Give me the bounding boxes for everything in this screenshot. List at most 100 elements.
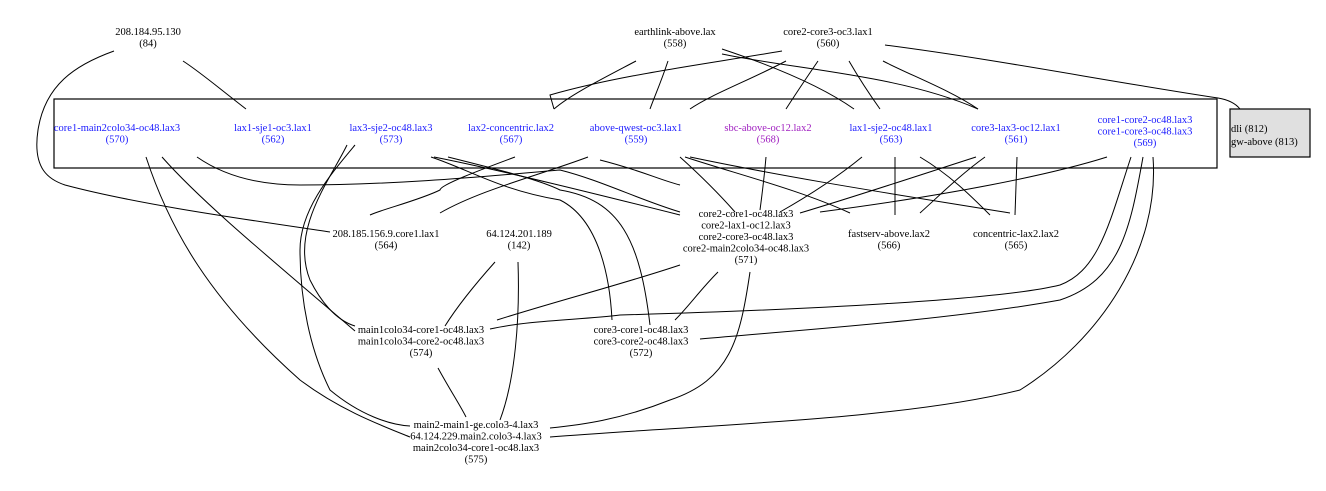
node-name: sbc-above-oc12.lax2: [724, 123, 811, 134]
node-id-label: (559): [625, 135, 648, 146]
node-name: core1-core2-oc48.lax3: [1098, 115, 1193, 126]
node-562[interactable]: lax1-sje1-oc3.lax1(562): [234, 123, 312, 146]
edge-559-564: [439, 156, 589, 214]
node-name: lax2-concentric.lax2: [468, 123, 554, 134]
node-name: 208.184.95.130: [115, 27, 181, 38]
edge-561-565: [1014, 156, 1018, 216]
external-node-box[interactable]: [1229, 108, 1311, 158]
node-id-label: (567): [500, 135, 523, 146]
node-name: core2-main2colo34-oc48.lax3: [683, 244, 809, 255]
edge-573-572: [430, 156, 613, 321]
edge-560-external: [884, 44, 1241, 110]
node-561[interactable]: core3-lax3-oc12.lax1(561): [971, 123, 1061, 146]
edge-84-562: [182, 60, 247, 110]
node-id-label: (572): [630, 348, 653, 359]
edge-570-571: [196, 156, 681, 213]
node-564[interactable]: 208.185.156.9.core1.lax1(564): [332, 229, 439, 252]
edge-559-566: [684, 156, 851, 214]
edge-560-563: [848, 60, 881, 110]
node-id-label: (565): [1005, 241, 1028, 252]
node-id-label: (570): [106, 135, 129, 146]
node-id-label: (560): [817, 39, 840, 50]
edge-569-571: [819, 156, 1108, 213]
node-id-label: (562): [262, 135, 285, 146]
node-573[interactable]: lax3-sje2-oc48.lax3(573): [349, 123, 432, 146]
node-559[interactable]: above-qwest-oc3.lax1(559): [590, 123, 682, 146]
node-id-label: (566): [878, 241, 901, 252]
node-572[interactable]: core3-core1-oc48.lax3core3-core2-oc48.la…: [594, 325, 689, 359]
edge-571-572: [674, 271, 719, 321]
edge-561-571: [799, 156, 977, 214]
edge-569-572: [699, 156, 1144, 340]
node-566[interactable]: fastserv-above.lax2(566): [848, 229, 930, 252]
node-id-label: (575): [465, 455, 488, 466]
cluster-box: [53, 98, 1218, 169]
nodes-layer: 208.184.95.130(84)earthlink-above.lax(55…: [54, 27, 1193, 466]
edge-560-567: [549, 50, 783, 110]
node-574[interactable]: main1colo34-core1-oc48.lax3main1colo34-c…: [358, 325, 484, 359]
node-name: lax3-sje2-oc48.lax3: [349, 123, 432, 134]
node-568[interactable]: sbc-above-oc12.lax2(568): [724, 123, 811, 146]
edge-558-567: [553, 60, 637, 110]
node-name: 64.124.229.main2.colo3-4.lax3: [410, 432, 542, 443]
node-name: earthlink-above.lax: [634, 27, 716, 38]
node-name: 208.185.156.9.core1.lax1: [332, 229, 439, 240]
edge-563-571: [779, 156, 863, 213]
edge-573-571: [433, 156, 681, 216]
edge-567-564: [369, 156, 516, 216]
node-name: concentric-lax2.lax2: [973, 229, 1059, 240]
node-142[interactable]: 64.124.201.189(142): [486, 229, 552, 252]
node-id-label: (574): [410, 348, 433, 359]
node-565[interactable]: concentric-lax2.lax2(565): [973, 229, 1059, 252]
edges-layer: [36, 44, 1241, 438]
node-id-label: (571): [735, 255, 758, 266]
edge-558-559: [649, 60, 669, 110]
node-name: lax1-sje1-oc3.lax1: [234, 123, 312, 134]
node-563[interactable]: lax1-sje2-oc48.lax1(563): [849, 123, 932, 146]
node-id-label: (564): [375, 241, 398, 252]
node-567[interactable]: lax2-concentric.lax2(567): [468, 123, 554, 146]
node-name: core2-core3-oc3.lax1: [783, 27, 873, 38]
node-570[interactable]: core1-main2colo34-oc48.lax3(570): [54, 123, 180, 146]
node-560[interactable]: core2-core3-oc3.lax1(560): [783, 27, 873, 50]
node-558[interactable]: earthlink-above.lax(558): [634, 27, 716, 50]
node-name: main1colo34-core2-oc48.lax3: [358, 337, 484, 348]
node-name: lax1-sje2-oc48.lax1: [849, 123, 932, 134]
edge-560-568: [785, 60, 819, 110]
edge-570-575: [145, 156, 411, 438]
edge-563-565: [919, 156, 991, 216]
node-name: core3-core1-oc48.lax3: [594, 325, 689, 336]
node-571[interactable]: core2-core1-oc48.lax3core2-lax1-oc12.lax…: [683, 209, 809, 266]
node-id-label: (142): [508, 241, 531, 252]
node-id-label: (561): [1005, 135, 1028, 146]
edge-560-559: [689, 60, 787, 110]
edge-558-563: [721, 48, 855, 110]
edge-561-566: [919, 156, 986, 214]
edge-558-561: [721, 53, 979, 110]
node-name: core2-lax1-oc12.lax3: [701, 221, 791, 232]
edge-142-575: [499, 261, 519, 421]
node-575[interactable]: main2-main1-ge.colo3-4.lax364.124.229.ma…: [410, 420, 542, 466]
edge-571-575: [549, 271, 751, 429]
external-line-2: gw-above (813): [1231, 137, 1298, 148]
node-name: core3-core2-oc48.lax3: [594, 337, 689, 348]
node-569[interactable]: core1-core2-oc48.lax3core1-core3-oc48.la…: [1098, 115, 1193, 149]
node-name: 64.124.201.189: [486, 229, 552, 240]
node-name: core1-core3-oc48.lax3: [1098, 127, 1193, 138]
edge-560-561: [882, 60, 979, 110]
edge-569-574: [489, 156, 1132, 330]
edge-571-574: [496, 264, 681, 321]
node-name: core3-lax3-oc12.lax1: [971, 123, 1061, 134]
node-84[interactable]: 208.184.95.130(84): [115, 27, 181, 50]
node-name: core2-core3-oc48.lax3: [699, 232, 794, 243]
node-id-label: (558): [664, 39, 687, 50]
node-name: core2-core1-oc48.lax3: [699, 209, 794, 220]
edge-574-575: [437, 367, 467, 418]
edge-568-571: [759, 156, 767, 211]
node-id-label: (569): [1134, 138, 1157, 149]
node-name: main2-main1-ge.colo3-4.lax3: [414, 420, 539, 431]
node-id-label: (563): [880, 135, 903, 146]
edge-84-564: [36, 50, 331, 233]
edge-559-571b: [599, 159, 681, 186]
